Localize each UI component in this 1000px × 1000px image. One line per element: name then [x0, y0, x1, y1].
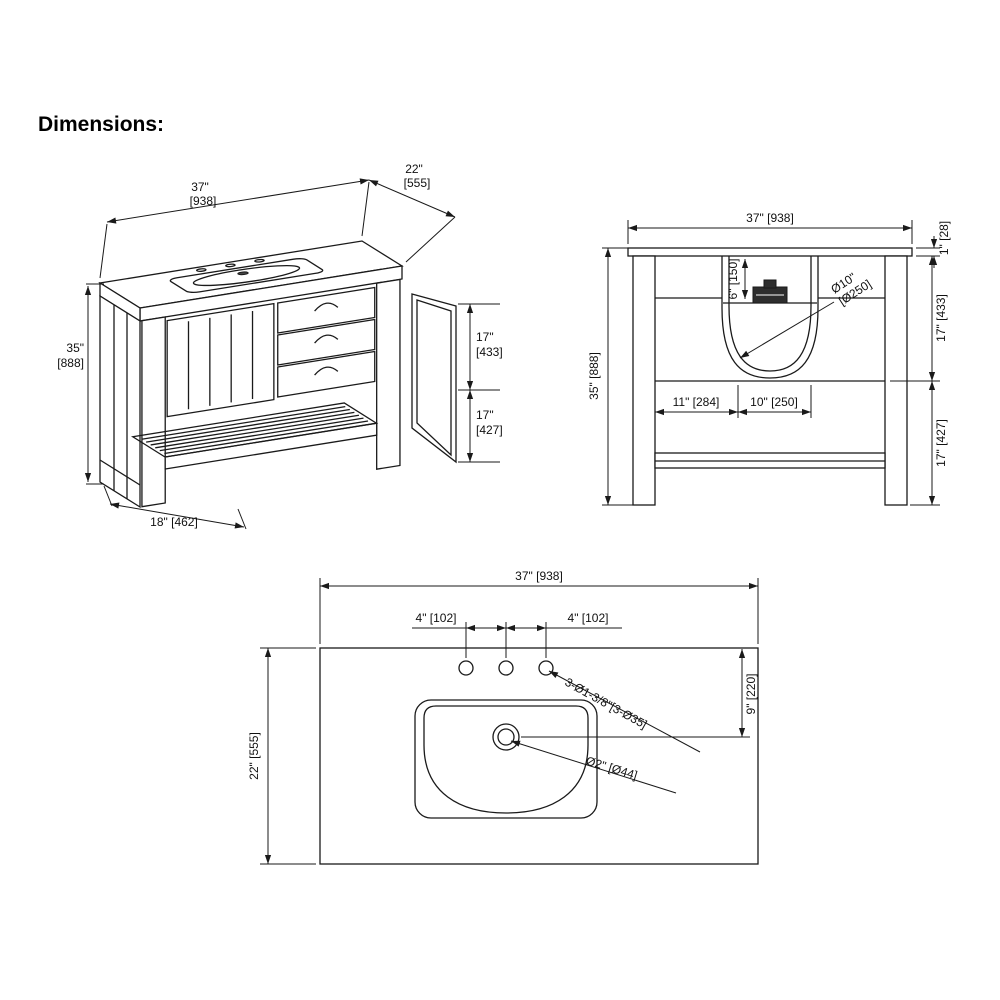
front-bowl-depth-label: 6" [150]: [726, 259, 740, 300]
front-height-label: 35" [888]: [587, 352, 601, 400]
top-view: 37" [938] 4" [102] 4" [102] 3-Ø1-3/8"[3-…: [247, 569, 759, 865]
top-dim-setback: 9" [220]: [521, 649, 758, 738]
front-left-leg: [632, 255, 656, 506]
iso-faucet-hole: [224, 264, 236, 267]
iso-depth-mm-label: [555]: [404, 176, 431, 190]
top-setback-label: 9" [220]: [744, 674, 758, 715]
iso-dim-lower: 17" [427]: [458, 390, 503, 463]
iso-shelf-label: 18" [462]: [150, 515, 198, 529]
iso-drain: [236, 271, 249, 275]
top-sink-cutout: [414, 699, 598, 819]
front-lower-label: 17" [427]: [934, 419, 948, 467]
top-hole-spacing-left-label: 4" [102]: [416, 611, 457, 625]
front-thickness-label: 1" [28]: [937, 221, 951, 255]
front-upper-label: 17" [433]: [934, 294, 948, 342]
iso-shelf-slats: [133, 403, 377, 457]
iso-faucet-hole: [254, 259, 266, 262]
iso-side-panel: [411, 293, 457, 464]
iso-front-face: [142, 279, 400, 506]
iso-countertop: [98, 240, 404, 323]
iso-plank-door: [167, 304, 274, 417]
iso-upper-mm-label: [433]: [476, 345, 503, 359]
iso-drawers: [278, 287, 375, 397]
top-width-label: 37" [938]: [515, 569, 563, 583]
iso-sink: [161, 254, 326, 294]
iso-right-leg: [377, 279, 400, 469]
iso-width-label: 37": [191, 180, 209, 194]
top-faucet-holes: [458, 660, 554, 676]
iso-dim-height: 35" [888]: [57, 283, 104, 485]
iso-faucet-hole: [195, 268, 207, 271]
front-drain-fitting: [752, 279, 788, 304]
top-faucet-hole: [498, 660, 514, 676]
iso-view: 37" [938] 22" [555] 35" [888] 17" [433]: [57, 162, 503, 530]
top-drain: [492, 723, 520, 751]
page-title: Dimensions:: [38, 113, 164, 136]
iso-dim-depth: 22" [555]: [368, 162, 456, 263]
iso-height-label: 35": [66, 341, 84, 355]
front-drain-offset-label: 10" [250]: [750, 395, 798, 409]
front-dim-bowl-depth: 6" [150]: [726, 259, 749, 300]
front-drain-callout: Ø10" [Ø250]: [739, 270, 874, 359]
iso-left-side-panel: [99, 294, 141, 509]
top-faucet-hole: [538, 660, 554, 676]
front-dim-height: 35" [888]: [587, 247, 633, 506]
front-shelf: [654, 452, 886, 469]
front-dim-offsets: 11" [284] 10" [250]: [654, 385, 812, 418]
top-dim-hole-spacing: 4" [102] 4" [102]: [412, 611, 622, 658]
iso-width-mm-label: [938]: [190, 194, 217, 208]
top-faucet-hole: [458, 660, 474, 676]
iso-lower-label: 17": [476, 408, 494, 422]
front-dim-lower: 17" [427]: [910, 381, 948, 506]
front-dim-width: 37" [938]: [627, 211, 913, 244]
iso-upper-label: 17": [476, 330, 494, 344]
iso-dim-shelf: 18" [462]: [103, 485, 247, 530]
top-depth-label: 22" [555]: [247, 732, 261, 780]
top-dim-width: 37" [938]: [319, 569, 759, 644]
iso-left-leg: [142, 317, 165, 507]
iso-dim-width: 37" [938]: [99, 178, 370, 279]
front-left-offset-label: 11" [284]: [673, 395, 720, 409]
front-countertop: [627, 247, 913, 257]
iso-height-mm-label: [888]: [57, 356, 84, 370]
top-countertop: [319, 647, 759, 865]
front-dim-thickness: 1" [28]: [916, 221, 951, 268]
iso-depth-label: 22": [405, 162, 423, 176]
front-width-label: 37" [938]: [746, 211, 794, 225]
iso-lower-mm-label: [427]: [476, 423, 503, 437]
top-dim-depth: 22" [555]: [247, 647, 316, 865]
top-hole-spacing-right-label: 4" [102]: [568, 611, 609, 625]
front-view: 37" [938] 1" [28] 6" [150] Ø10" [Ø250]: [587, 211, 951, 506]
iso-dim-upper: 17" [433]: [458, 303, 503, 391]
